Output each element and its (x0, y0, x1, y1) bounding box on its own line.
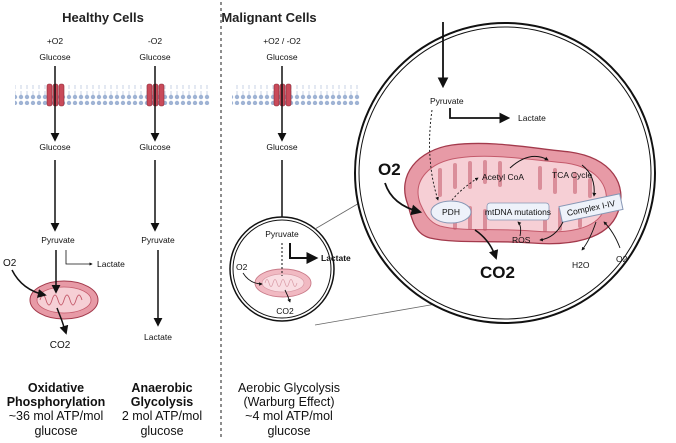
warburg-title-2: (Warburg Effect) (244, 395, 335, 409)
o2-small-label: O2 (616, 254, 628, 264)
co2-label: CO2 (276, 306, 294, 316)
lactate-zoom-label: Lactate (518, 113, 546, 123)
healthy-cells-title: Healthy Cells (62, 10, 144, 25)
h2o-label: H2O (572, 260, 590, 270)
warburg-unit: glucose (267, 424, 310, 438)
mtdna-box (486, 202, 550, 221)
anaerobic-yield: 2 mol ATP/mol (122, 409, 202, 423)
pyruvate-label: Pyruvate (265, 229, 299, 239)
lactate-arrow (289, 243, 319, 264)
acetyl-coa-label: Acetyl CoA (482, 172, 524, 182)
oxphos-yield: ~36 mol ATP/mol (9, 409, 104, 423)
co2-arrow (284, 289, 291, 303)
glucose-label: Glucose (266, 52, 297, 62)
dashed-flow (451, 177, 479, 201)
minor-lactate-arrow (65, 250, 93, 266)
tca-cycle-label: TCA Cycle (552, 170, 592, 180)
o2-label: O2 (3, 258, 17, 269)
mtdna-label: mtDNA mutations (485, 207, 551, 217)
h2o-arrow (581, 221, 597, 251)
co2-label: CO2 (50, 340, 71, 351)
oxphos-title-2: Phosphorylation (7, 395, 106, 409)
anaerobic-unit: glucose (140, 424, 183, 438)
condition-plus-o2: +O2 (47, 36, 64, 46)
pyruvate-label: Pyruvate (141, 235, 175, 245)
complex-i-iv-box: Complex I-IV (558, 193, 624, 223)
malignant-cells-title: Malignant Cells (221, 10, 316, 25)
pdh-enzyme (430, 200, 472, 224)
lactate-label: Lactate (144, 332, 172, 342)
glucose-intracellular-label: Glucose (139, 142, 170, 152)
glucose-label: Glucose (39, 52, 70, 62)
ros-arrow (517, 221, 522, 237)
oxphos-title-1: Oxidative (28, 381, 84, 395)
pdh-label: PDH (442, 207, 460, 217)
ros-label: ROS (512, 235, 531, 245)
zoom-connector (314, 303, 437, 326)
anaerobic-title-1: Anaerobic (131, 381, 192, 395)
tca-arrow (509, 155, 549, 169)
co2-arrow (474, 229, 499, 260)
co2-zoom-label: CO2 (480, 263, 515, 282)
glucose-label: Glucose (139, 52, 170, 62)
lactate-label: Lactate (97, 259, 125, 269)
glucose-intracellular-label: Glucose (266, 142, 297, 152)
co2-arrow (56, 307, 69, 335)
cell-membrane (232, 85, 360, 105)
mitochondrion-icon (29, 280, 99, 320)
mitochondrion-icon (404, 142, 622, 245)
o2-arrow (603, 221, 621, 249)
ros-arrow (539, 221, 564, 242)
condition-minus-o2: -O2 (148, 36, 162, 46)
warburg-yield: ~4 mol ATP/mol (245, 409, 333, 423)
o2-arrow (384, 182, 423, 216)
tca-arrow (581, 164, 597, 197)
pyruvate-zoom-label: Pyruvate (430, 96, 464, 106)
o2-label: O2 (236, 262, 248, 272)
lactate-arrow (449, 108, 511, 124)
o2-zoom-label: O2 (378, 160, 401, 179)
zoom-source-circle-inner (232, 219, 332, 319)
zoom-detail-circle-inner (358, 26, 652, 320)
oxphos-unit: glucose (34, 424, 77, 438)
dashed-flow (429, 109, 439, 201)
lactate-label: Lactate (321, 253, 351, 263)
o2-arrow (242, 272, 263, 286)
o2-arrow (11, 269, 47, 298)
warburg-title-1: Aerobic Glycolysis (238, 381, 340, 395)
glucose-intracellular-label: Glucose (39, 142, 70, 152)
cell-membrane (15, 85, 210, 105)
mitochondrion-icon (254, 268, 312, 298)
condition-both-o2: +O2 / -O2 (263, 36, 301, 46)
anaerobic-title-2: Glycolysis (131, 395, 194, 409)
pyruvate-label: Pyruvate (41, 235, 75, 245)
